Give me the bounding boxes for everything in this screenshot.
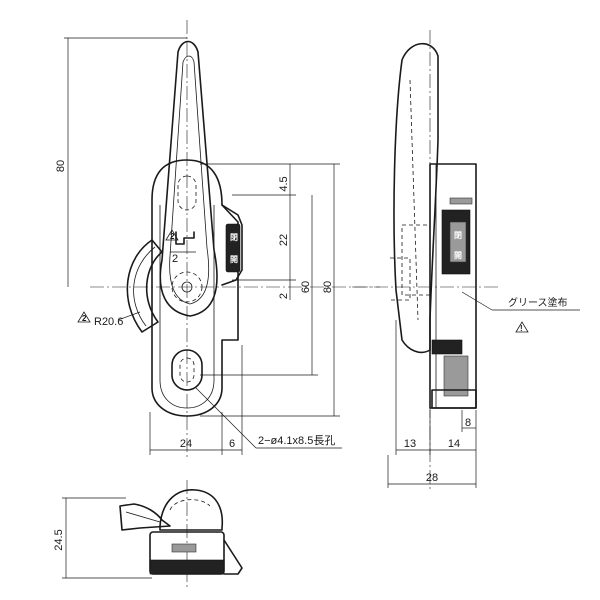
lever-handle-inner xyxy=(169,55,210,305)
lower-slot-hole xyxy=(179,357,195,383)
lever-side-tab xyxy=(221,204,243,286)
dim-6: 6 xyxy=(229,438,235,450)
grease-warning-triangle xyxy=(515,321,529,333)
bottom-handle-dome xyxy=(159,489,224,531)
side-dimensions: 13 14 8 28 xyxy=(387,320,477,488)
side-indicator-inner xyxy=(449,221,467,263)
side-view: 閉 開 グリース塗布 ! xyxy=(352,30,580,490)
front-view: 閉 開 2 2 xyxy=(90,20,380,460)
radius-revision-number: 2 xyxy=(82,314,87,323)
side-top-plate xyxy=(449,197,473,205)
side-lower-base xyxy=(431,389,477,409)
dim-80-left: 80 xyxy=(55,160,67,172)
dim-14: 14 xyxy=(448,438,460,450)
dim-80-right: 80 xyxy=(322,281,334,293)
bottom-view: 24.5 xyxy=(53,480,243,590)
slot-hole-note: 2−ø4.1x8.5長孔 xyxy=(258,434,335,447)
dim-2-right: 2 xyxy=(278,293,290,299)
grease-warning-mark: ! xyxy=(520,324,523,333)
dim-24-5: 24.5 xyxy=(53,529,65,550)
bottom-handle-arm xyxy=(119,503,171,531)
bottom-base-foot xyxy=(149,559,225,575)
dim-notch-2: 2 xyxy=(172,253,178,265)
front-dimensions: 80 4.5 22 2 60 80 2 R20.6 24 6 2−ø4.1x8 xyxy=(55,37,342,455)
revision-mark-number: 2 xyxy=(170,232,175,241)
upper-slot-hidden xyxy=(177,175,197,211)
dim-8: 8 xyxy=(465,417,471,429)
lock-mark: 閉 xyxy=(230,233,238,242)
side-hidden-shaft xyxy=(390,257,411,301)
notch xyxy=(175,231,195,245)
side-open-mark: 開 xyxy=(454,251,462,260)
dim-28: 28 xyxy=(426,472,438,484)
dim-24: 24 xyxy=(180,438,192,450)
lever-handle-outline xyxy=(159,40,218,317)
dim-22: 22 xyxy=(278,234,290,246)
dim-radius: R20.6 xyxy=(94,316,123,328)
hook-arc xyxy=(126,239,163,333)
leader-slot-hole xyxy=(195,387,257,449)
side-lock-mark: 閉 xyxy=(454,231,462,240)
bottom-dome-hidden xyxy=(169,499,211,511)
pivot-hidden xyxy=(171,271,203,303)
side-handle-hidden xyxy=(409,79,419,321)
pivot-center xyxy=(181,281,193,293)
side-handle-outline xyxy=(393,42,439,354)
revision-mark-triangle xyxy=(165,229,179,241)
lock-indicator-panel xyxy=(225,223,241,273)
base-plate-inner-edge xyxy=(159,205,215,409)
lower-slot xyxy=(171,349,203,391)
grease-note: グリース塗布 xyxy=(508,296,568,309)
bottom-base-slot xyxy=(171,543,197,553)
dim-13: 13 xyxy=(404,438,416,450)
base-plate-outline xyxy=(151,159,239,417)
dim-60: 60 xyxy=(300,281,312,293)
bottom-arm-edge xyxy=(125,511,161,523)
leader-radius xyxy=(117,311,141,321)
radius-revision-mark xyxy=(77,311,91,323)
side-hidden-pivot xyxy=(401,224,431,296)
side-lower-catch xyxy=(431,339,463,355)
leader-grease xyxy=(461,291,493,311)
bottom-side-tab xyxy=(223,539,243,575)
hook-arc-inner xyxy=(133,246,156,327)
dim-4-5: 4.5 xyxy=(278,176,290,191)
open-mark: 開 xyxy=(230,255,238,264)
